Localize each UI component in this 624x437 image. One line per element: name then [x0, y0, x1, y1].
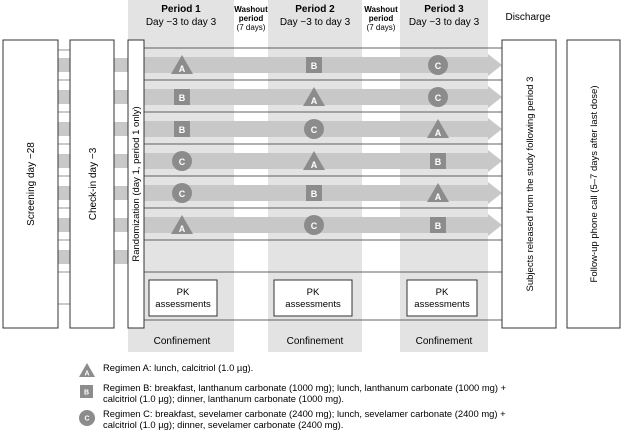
pk-1-line1: PK — [177, 287, 190, 298]
regimen-c-marker: C — [304, 119, 324, 139]
followup-label: Follow-up phone call (5–7 days after las… — [589, 86, 600, 283]
screening-label: Screening day −28 — [26, 142, 37, 226]
regimen-letter: A — [179, 64, 186, 74]
svg-text:C: C — [84, 416, 89, 423]
regimen-a-marker: A — [171, 215, 193, 234]
legend-b-line-2: calcitriol (1.0 µg); dinner, lanthanum c… — [103, 393, 344, 404]
pk-box-3 — [406, 279, 478, 317]
confinement-2: Confinement — [287, 336, 344, 347]
legend-c-line-1: Regimen C: breakfast, sevelamer carbonat… — [103, 408, 506, 419]
square-b-icon: B — [80, 385, 93, 398]
legend-text-c: Regimen C: breakfast, sevelamer carbonat… — [103, 408, 506, 430]
regimen-letter: A — [311, 160, 318, 170]
regimen-letter: C — [435, 93, 442, 103]
regimen-markers: A B C B A C B C A C A B C B A A C B — [171, 55, 449, 235]
regimen-letter: B — [179, 93, 186, 103]
pk-box-2 — [273, 279, 353, 317]
legend-b-line-1: Regimen B: breakfast, lanthanum carbonat… — [103, 382, 507, 393]
regimen-letter: C — [311, 125, 318, 135]
regimen-a-marker: A — [427, 119, 449, 138]
period-3-title: Period 3 — [424, 4, 464, 15]
sequence-arrow — [144, 182, 502, 204]
washout-1-line3: (7 days) — [237, 23, 266, 32]
screening-connectors — [58, 49, 70, 305]
regimen-letter: C — [311, 221, 318, 231]
pk-2-line2: assessments — [285, 299, 341, 310]
regimen-a-marker: A — [303, 87, 325, 106]
regimen-c-marker: C — [428, 55, 448, 75]
sequence-arrows — [144, 54, 502, 236]
regimen-letter: C — [179, 189, 186, 199]
regimen-letter: B — [311, 189, 318, 199]
regimen-b-marker: B — [430, 217, 446, 233]
checkin-box — [69, 39, 115, 329]
washout-1-line1: Washout — [234, 5, 268, 14]
regimen-letter: B — [435, 221, 442, 231]
period-2-days: Day −3 to day 3 — [280, 17, 351, 28]
period-3-days: Day −3 to day 3 — [409, 17, 480, 28]
regimen-letter: A — [179, 224, 186, 234]
sequence-arrow — [144, 54, 502, 76]
regimen-letter: B — [435, 157, 442, 167]
confinement-1: Confinement — [154, 336, 211, 347]
regimen-a-marker: A — [171, 55, 193, 74]
pk-2-line1: PK — [307, 287, 320, 298]
svg-text:B: B — [84, 390, 89, 397]
pk-box-1 — [148, 279, 218, 317]
regimen-letter: C — [435, 61, 442, 71]
regimen-letter: B — [179, 125, 186, 135]
circle-c-icon: C — [79, 410, 95, 426]
washout-1-line2: period — [239, 14, 264, 23]
pk-1-line2: assessments — [155, 299, 211, 310]
legend-item-b: B Regimen B: breakfast, lanthanum carbon… — [78, 382, 506, 404]
released-label: Subjects released from the study followi… — [525, 77, 536, 292]
row-connectors — [58, 58, 128, 264]
study-design-diagram: Period 1 Day −3 to day 3 Period 2 Day −3… — [2, 0, 621, 352]
period-1-title: Period 1 — [161, 4, 201, 15]
regimen-letter: A — [435, 128, 442, 138]
regimen-letter: C — [179, 157, 186, 167]
regimen-c-marker: C — [428, 87, 448, 107]
regimen-c-marker: C — [172, 183, 192, 203]
randomization-box — [127, 39, 145, 329]
legend-text-a: Regimen A: lunch, calcitriol (1.0 µg). — [103, 362, 253, 373]
washout-2-line3: (7 days) — [367, 23, 396, 32]
triangle-a-icon: A — [79, 363, 95, 378]
checkin-label: Check-in day −3 — [88, 147, 99, 220]
followup-box — [566, 39, 621, 329]
discharge-label: Discharge — [505, 12, 550, 23]
regimen-b-marker: B — [174, 121, 190, 137]
row-separators — [144, 47, 502, 321]
legend-a-line-1: Regimen A: lunch, calcitriol (1.0 µg). — [103, 362, 254, 373]
regimen-letter: B — [311, 61, 318, 71]
regimen-letter: A — [311, 96, 318, 106]
regimen-c-marker: C — [304, 215, 324, 235]
legend-item-c: C Regimen C: breakfast, sevelamer carbon… — [78, 408, 506, 430]
randomization-label: Randomization (day 1, period 1 only) — [131, 106, 142, 261]
regimen-c-marker: C — [172, 151, 192, 171]
washout-2-line1: Washout — [364, 5, 398, 14]
regimen-b-marker: B — [306, 57, 322, 73]
regimen-a-marker: A — [427, 183, 449, 202]
period-2-title: Period 2 — [295, 4, 335, 15]
regimen-b-marker: B — [174, 89, 190, 105]
pk-3-line2: assessments — [414, 299, 470, 310]
washout-2-line2: period — [369, 14, 394, 23]
confinement-3: Confinement — [416, 336, 473, 347]
legend-text-b: Regimen B: breakfast, lanthanum carbonat… — [103, 382, 506, 404]
sequence-arrow — [144, 86, 502, 108]
released-box — [501, 39, 557, 329]
screening-box — [2, 39, 59, 329]
regimen-b-marker: B — [430, 153, 446, 169]
legend-c-line-2: calcitriol (1.0 µg); dinner, sevelamer c… — [103, 419, 344, 430]
pk-3-line1: PK — [436, 287, 449, 298]
sequence-arrow — [144, 150, 502, 172]
period-1-days: Day −3 to day 3 — [146, 17, 217, 28]
legend-item-a: A Regimen A: lunch, calcitriol (1.0 µg). — [78, 362, 253, 378]
regimen-b-marker: B — [306, 185, 322, 201]
regimen-letter: A — [435, 192, 442, 202]
svg-text:A: A — [84, 371, 89, 378]
regimen-a-marker: A — [303, 151, 325, 170]
